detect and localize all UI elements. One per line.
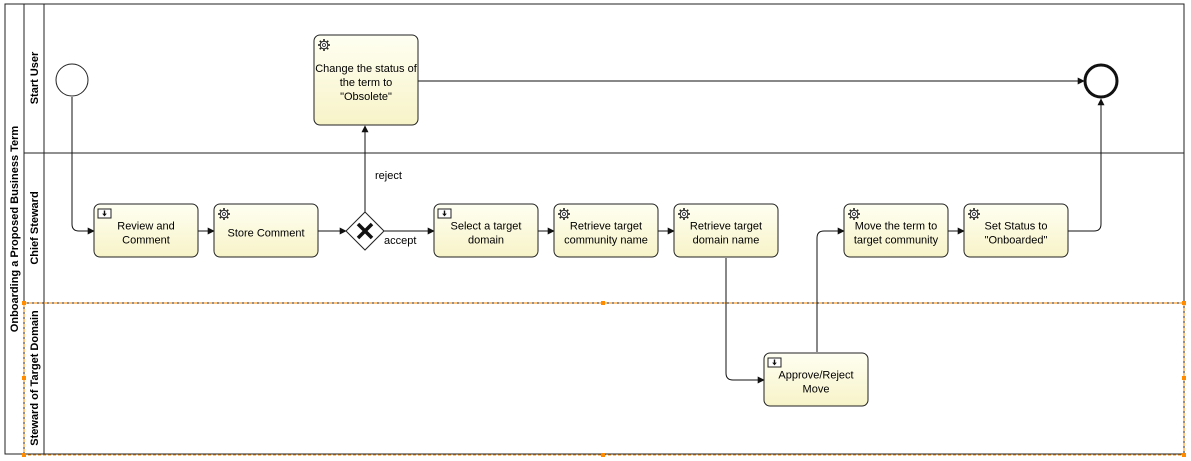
lane-steward-target-domain[interactable]: Steward of Target Domain [29,310,41,446]
task-select-domain[interactable]: Select a target domain [433,203,539,258]
lane-start-user[interactable]: Start User [24,4,1184,454]
task-retrieve-domain[interactable]: Retrieve target domain name [673,203,779,258]
lane-label-start-user: Start User [29,51,41,104]
gear-icon [218,208,230,220]
gear-icon [318,39,330,51]
gear-icon [678,208,690,220]
task-label-line: Move the term to [855,221,938,233]
task-label-line: Retrieve target [570,221,642,233]
exclusive-gateway[interactable] [345,211,385,251]
task-label-line: "Onboarded" [985,235,1048,247]
task-set-status[interactable]: Set Status to "Onboarded" [963,203,1069,258]
task-label-line: target community [854,235,939,247]
lane-selection-outline [22,301,1186,457]
task-label-line: Review and [117,221,174,233]
tasks-layer: Change the status of the term to "Obsolete… [93,34,1069,407]
start-event[interactable] [55,63,89,97]
task-label-line: community name [564,235,648,247]
task-store-comment[interactable]: Store Comment [213,203,319,258]
task-label-line: Retrieve target [690,221,762,233]
task-label-line: Store Comment [227,228,304,240]
task-label-line: Set Status to [985,221,1048,233]
flow-label-accept: accept [384,235,416,247]
flow-domain-to-approve [725,258,765,384]
task-label-line: domain name [693,235,760,247]
task-label-line: domain [468,235,504,247]
flow-start-to-review [71,97,95,235]
end-event[interactable] [1083,63,1119,99]
lane-label-chief-steward: Chief Steward [29,191,41,264]
gear-icon [848,208,860,220]
flow-label-reject: reject [375,170,402,182]
pool-label: Onboarding a Proposed Business Term [9,126,21,333]
lane-label-steward-target-domain: Steward of Target Domain [29,310,41,446]
task-label-line: Approve/Reject [778,370,853,382]
user-task-icon [437,208,452,219]
task-label-line: Select a target [451,221,522,233]
task-change-status[interactable]: Change the status of the term to "Obsolete… [313,34,419,126]
flow-approve-to-move [816,227,845,352]
task-move-term[interactable]: Move the term to target community [843,203,949,258]
gateway-x-icon [356,222,374,240]
task-label-line: "Obsolete" [340,91,392,103]
gear-icon [968,208,980,220]
user-task-icon [767,357,782,368]
user-task-icon [97,208,112,219]
flow-set-to-end [1068,98,1105,232]
task-retrieve-community[interactable]: Retrieve target community name [553,203,659,258]
task-label-line: Comment [122,235,170,247]
task-label-line: the term to [340,77,393,89]
sequence-flows [71,77,1105,384]
gear-icon [558,208,570,220]
task-label-line: Change the status of [315,63,417,75]
task-label-line: Move [803,384,830,396]
